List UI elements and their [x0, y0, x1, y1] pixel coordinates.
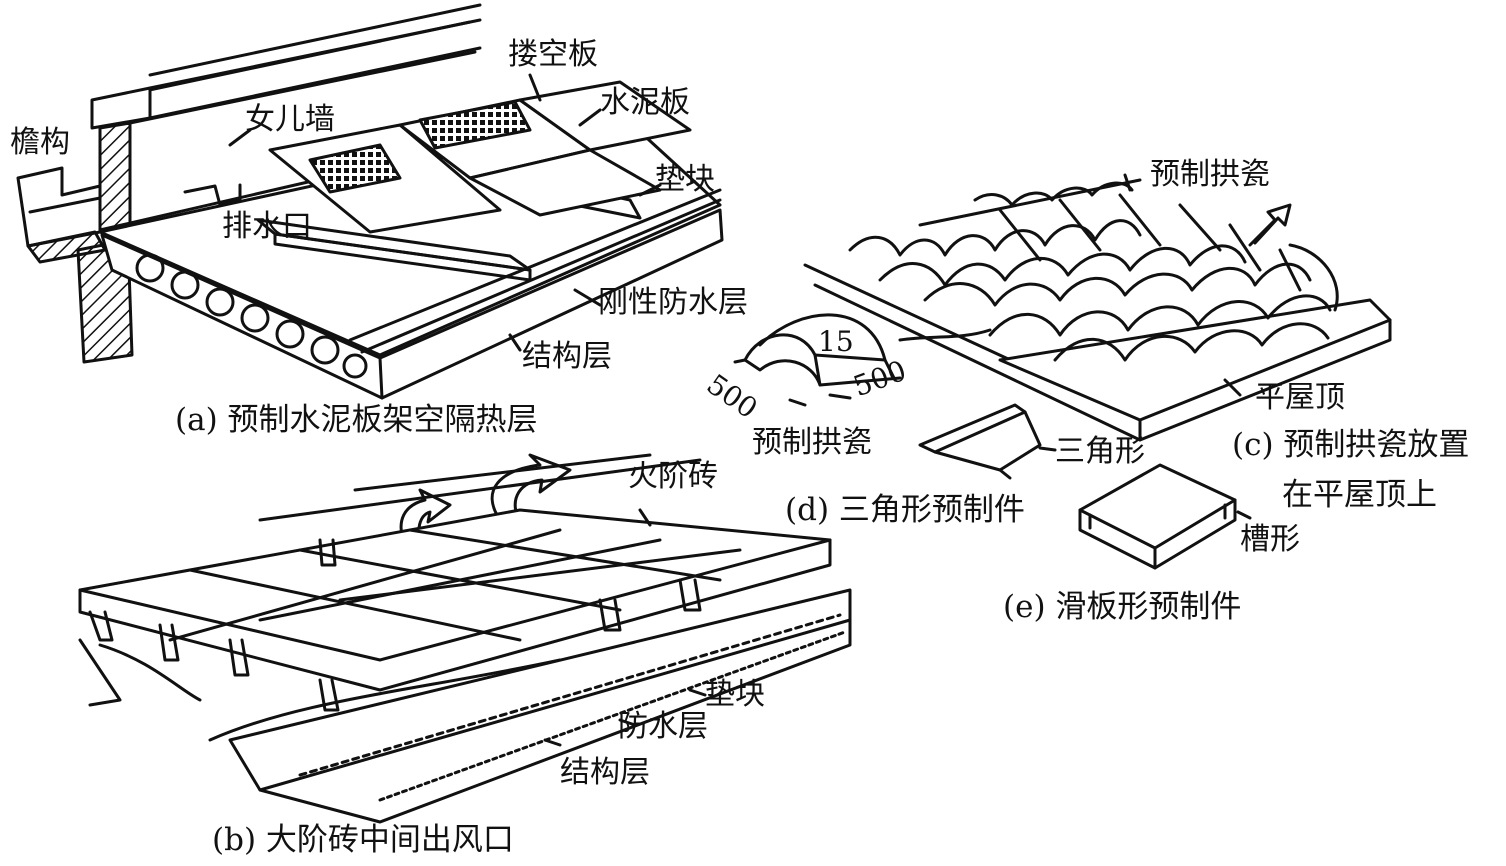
cement-board-c [520, 82, 690, 150]
panel-d-drawing [735, 315, 1055, 478]
label-arch-tile-c: 预制拱瓷 [1150, 157, 1270, 192]
hollow-cores [137, 255, 366, 377]
caption-a: (a) 预制水泥板架空隔热层 [175, 402, 538, 438]
dim-height: 15 [818, 325, 854, 358]
arch-tiles [850, 180, 1337, 360]
caption-c-line2: 在平屋顶上 [1282, 477, 1437, 513]
cement-board-d [470, 150, 660, 215]
panel-a-drawing [18, 5, 722, 398]
caption-c-line1: (c) 预制拱瓷放置 [1232, 427, 1470, 463]
label-triangle: 三角形 [1055, 434, 1145, 469]
label-structure-layer-a: 结构层 [522, 339, 612, 374]
label-rigid-waterproof: 刚性防水层 [598, 285, 748, 320]
label-pad-block-a: 垫块 [655, 162, 715, 197]
panel-c-drawing [805, 175, 1390, 440]
perforated-grid-2 [420, 102, 530, 148]
airflow-arrow-top [492, 455, 570, 520]
label-waterproof: 防水层 [618, 709, 708, 744]
label-structure-layer-b: 结构层 [560, 755, 650, 790]
triangle-piece [920, 405, 1025, 452]
label-channel: 槽形 [1240, 522, 1300, 557]
caption-b: (b) 大阶砖中间出风口 [212, 822, 514, 858]
panel-e-drawing [1080, 465, 1250, 568]
perforated-grid-1 [310, 145, 400, 192]
label-arch-tile-d: 预制拱瓷 [752, 425, 872, 460]
single-arch-tile [745, 335, 820, 385]
label-cement-board: 水泥板 [600, 85, 690, 120]
parapet-wall [100, 123, 130, 232]
caption-d: (d) 三角形预制件 [785, 492, 1025, 528]
label-fire-brick: 火阶砖 [628, 459, 718, 494]
label-parapet: 女儿墙 [245, 102, 335, 137]
label-drain-outlet: 排水口 [222, 209, 312, 244]
label-flat-roof: 平屋顶 [1255, 380, 1345, 415]
label-perforated-board: 搂空板 [508, 37, 598, 72]
panel-b-drawing [80, 455, 850, 822]
label-pad-block-b: 垫块 [705, 677, 765, 712]
caption-e: (e) 滑板形预制件 [1003, 589, 1242, 625]
label-eave: 檐构 [10, 125, 70, 160]
airflow-arrow [1250, 205, 1290, 245]
